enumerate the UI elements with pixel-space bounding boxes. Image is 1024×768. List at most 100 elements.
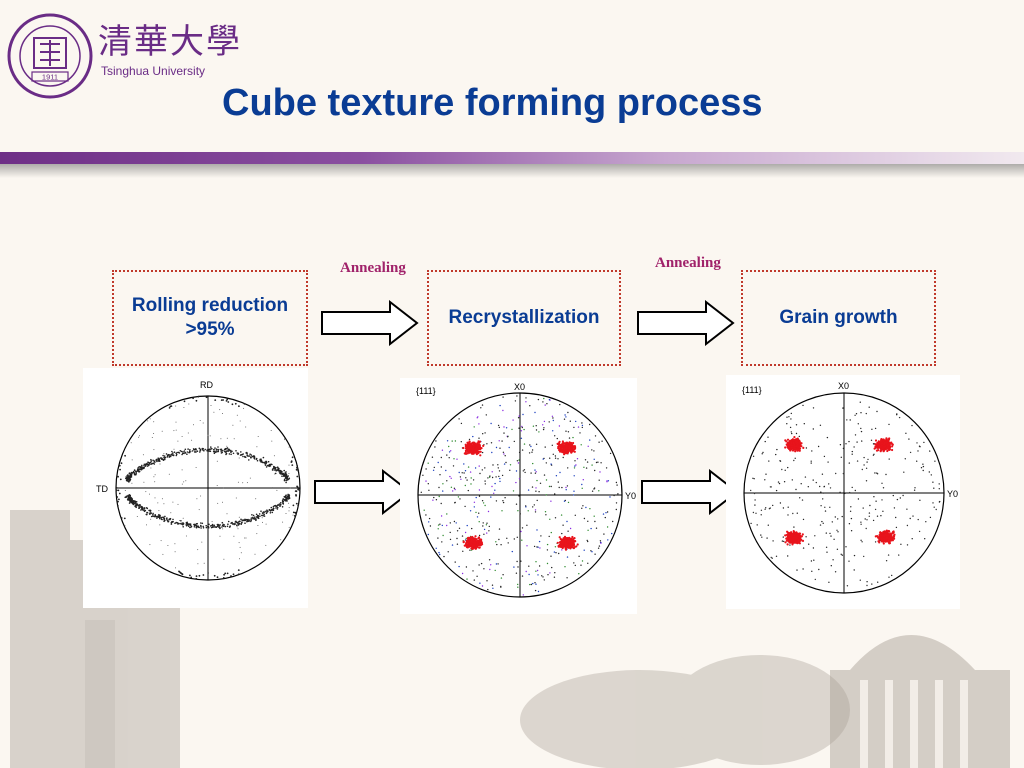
orientation-point: [441, 524, 443, 527]
cube-orientation-point: [891, 443, 894, 446]
texture-point: [238, 405, 240, 408]
orientation-point: [839, 491, 841, 493]
cube-orientation-point: [466, 444, 469, 447]
orientation-point: [513, 440, 515, 443]
orientation-point: [456, 543, 459, 545]
texture-point: [164, 456, 167, 459]
orientation-point: [521, 426, 523, 429]
texture-point: [286, 500, 288, 502]
orientation-point: [494, 489, 496, 491]
texture-point: [297, 504, 300, 507]
orientation-point: [817, 445, 820, 448]
orientation-point: [615, 502, 618, 504]
texture-point: [128, 475, 131, 478]
texture-point: [225, 400, 228, 402]
orientation-point: [857, 498, 860, 500]
orientation-point: [606, 511, 609, 513]
university-name-cn: 清華大學: [98, 22, 242, 62]
texture-point: [154, 481, 156, 483]
texture-point: [143, 464, 145, 467]
texture-point: [224, 447, 227, 450]
texture-point: [117, 500, 119, 503]
orientation-point: [482, 502, 485, 504]
cube-orientation-point: [557, 545, 560, 548]
texture-point: [189, 449, 191, 451]
texture-point: [232, 573, 235, 576]
orientation-point: [918, 445, 921, 447]
texture-point: [213, 524, 216, 527]
orientation-point: [546, 403, 548, 405]
orientation-point: [534, 582, 536, 584]
cube-orientation-point: [572, 448, 575, 451]
orientation-point: [932, 481, 934, 483]
orientation-point: [574, 460, 576, 462]
orientation-point: [460, 441, 462, 443]
texture-point: [187, 525, 190, 527]
orientation-point: [920, 467, 923, 469]
orientation-point: [777, 481, 780, 483]
texture-point: [276, 508, 279, 510]
texture-point: [224, 572, 227, 575]
orientation-point: [811, 450, 813, 452]
texture-point: [194, 451, 197, 453]
cube-orientation-point: [874, 535, 877, 538]
orientation-point: [448, 457, 450, 459]
orientation-point: [567, 411, 569, 414]
orientation-point: [480, 562, 483, 565]
texture-point: [118, 498, 120, 501]
cube-orientation-point: [788, 531, 791, 535]
orientation-point: [594, 553, 596, 555]
orientation-point: [846, 419, 848, 421]
orientation-point: [775, 489, 778, 492]
orientation-point: [753, 478, 755, 480]
orientation-point: [455, 522, 457, 524]
orientation-point: [892, 494, 894, 497]
texture-point: [148, 509, 150, 512]
texture-point: [223, 558, 225, 560]
step-recrystallization-label: Recrystallization: [448, 307, 600, 328]
texture-point: [264, 464, 267, 466]
orientation-point: [866, 519, 868, 521]
orientation-point: [483, 528, 486, 531]
orientation-point: [449, 538, 452, 541]
orientation-point: [896, 413, 898, 415]
texture-point: [255, 458, 258, 460]
texture-point: [132, 470, 135, 473]
orientation-point: [438, 551, 440, 554]
orientation-point: [755, 512, 757, 514]
orientation-point: [512, 490, 515, 492]
orientation-point: [595, 461, 598, 464]
orientation-point: [914, 487, 916, 489]
orientation-point: [872, 519, 875, 522]
texture-point: [289, 487, 291, 489]
orientation-point: [503, 426, 505, 428]
orientation-point: [574, 465, 576, 467]
orientation-point: [478, 521, 480, 523]
orientation-point: [478, 534, 481, 537]
texture-point: [188, 450, 191, 452]
orientation-point: [532, 425, 535, 427]
cube-orientation-point: [886, 444, 889, 447]
texture-point: [161, 430, 163, 432]
orientation-point: [853, 569, 855, 571]
cube-orientation-point: [794, 445, 797, 448]
texture-point: [181, 483, 183, 485]
texture-point: [267, 460, 270, 463]
orientation-point: [842, 407, 844, 409]
orientation-point: [545, 514, 547, 516]
seal-year: 1911: [42, 73, 58, 82]
orientation-point: [464, 505, 466, 508]
orientation-point: [495, 476, 497, 478]
orientation-point: [478, 489, 481, 491]
texture-point: [208, 572, 210, 574]
orientation-point: [501, 474, 504, 477]
texture-point: [262, 461, 264, 464]
texture-point: [276, 506, 279, 509]
texture-point: [248, 520, 250, 523]
cube-orientation-point: [784, 446, 787, 449]
orientation-point: [493, 492, 495, 494]
texture-point: [196, 498, 198, 500]
orientation-point: [930, 474, 932, 476]
cube-orientation-point: [478, 542, 481, 545]
texture-point: [233, 535, 235, 537]
